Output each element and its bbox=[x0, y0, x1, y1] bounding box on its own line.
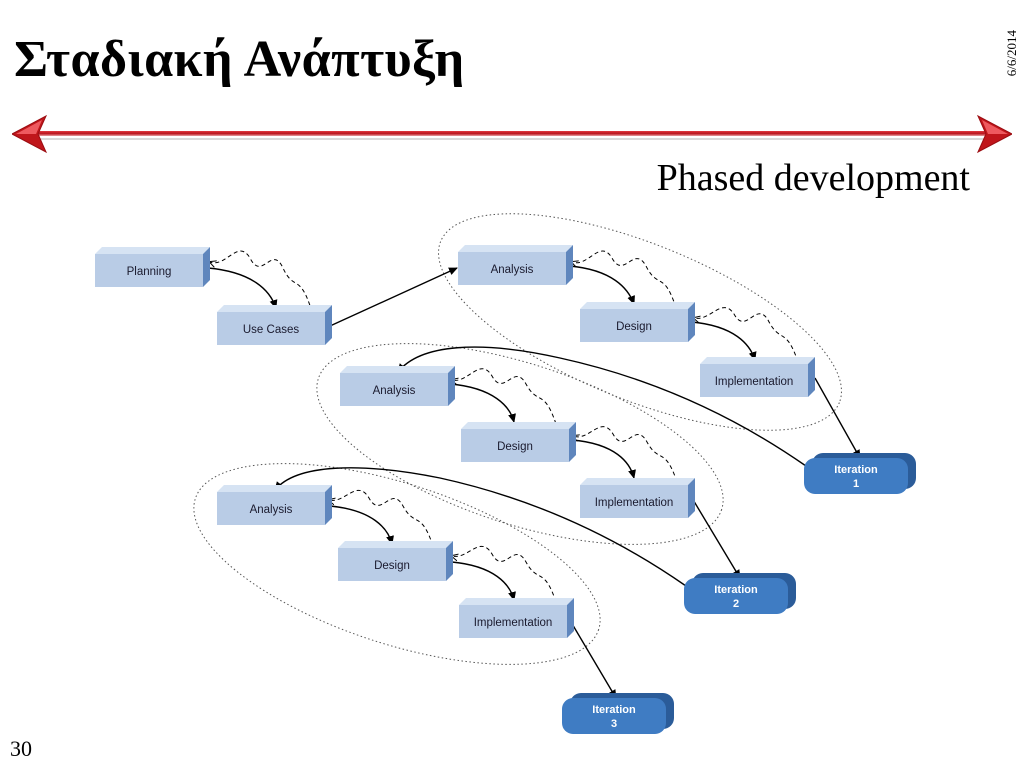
design-box: Design bbox=[461, 422, 576, 462]
analysis-label: Analysis bbox=[373, 385, 416, 397]
design-label: Design bbox=[616, 321, 652, 333]
feedback-arrow bbox=[452, 546, 557, 603]
iteration-1-number: 1 bbox=[853, 478, 859, 490]
iteration-2-number: 2 bbox=[733, 598, 739, 610]
flow-arrow bbox=[450, 383, 516, 423]
iteration-feedback-arrow bbox=[274, 467, 687, 587]
implementation-box: Implementation bbox=[700, 357, 815, 397]
implementation-label: Implementation bbox=[474, 617, 553, 629]
iteration-2-word: Iteration bbox=[714, 584, 758, 596]
use-cases-label: Use Cases bbox=[243, 324, 299, 336]
feedback-arrow bbox=[573, 426, 678, 483]
flow-arrow bbox=[814, 377, 861, 459]
flow-arrow bbox=[329, 505, 394, 545]
iteration-1-word: Iteration bbox=[834, 464, 878, 476]
analysis-box: Analysis bbox=[458, 245, 573, 285]
flow-arrow bbox=[329, 267, 458, 327]
design-box: Design bbox=[338, 541, 453, 581]
planning-label: Planning bbox=[127, 266, 172, 278]
analysis-label: Analysis bbox=[491, 264, 534, 276]
analysis-box: Analysis bbox=[340, 366, 455, 406]
iteration-2-ellipse bbox=[316, 343, 724, 545]
planning-box: Planning bbox=[95, 247, 210, 287]
feedback-arrow bbox=[694, 307, 799, 363]
implementation-box: Implementation bbox=[459, 598, 574, 638]
flow-arrow bbox=[570, 621, 617, 699]
iteration-3-ellipse bbox=[193, 463, 601, 665]
implementation-label: Implementation bbox=[595, 497, 674, 509]
analysis-box: Analysis bbox=[217, 485, 332, 525]
design-label: Design bbox=[374, 560, 410, 572]
feedback-arrow bbox=[572, 250, 677, 309]
subtitle: Phased development bbox=[656, 157, 970, 199]
analysis-label: Analysis bbox=[250, 504, 293, 516]
use-cases-box: Use Cases bbox=[217, 305, 332, 345]
flow-arrow bbox=[691, 497, 741, 579]
design-box: Design bbox=[580, 302, 695, 342]
title-divider-arrow bbox=[12, 114, 1012, 154]
implementation-label: Implementation bbox=[715, 376, 794, 388]
implementation-box: Implementation bbox=[580, 478, 695, 518]
flow-arrow bbox=[572, 439, 636, 479]
flow-arrow bbox=[691, 321, 757, 361]
flow-arrow bbox=[207, 267, 278, 309]
flow-arrow bbox=[451, 561, 516, 601]
iteration-feedback-arrow bbox=[397, 346, 807, 467]
slide-number: 30 bbox=[10, 736, 32, 761]
iteration-3-badge: Iteration 3 bbox=[562, 693, 674, 734]
flow-arrow bbox=[569, 265, 635, 305]
slide-title: Σταδιακή Ανάπτυξη bbox=[14, 31, 465, 88]
feedback-arrow bbox=[329, 490, 434, 547]
feedback-arrow bbox=[452, 368, 557, 425]
iteration-1-badge: Iteration 1 bbox=[804, 453, 916, 494]
feedback-arrow bbox=[210, 250, 313, 313]
iteration-3-word: Iteration bbox=[592, 704, 636, 716]
iteration-3-number: 3 bbox=[611, 718, 617, 730]
design-label: Design bbox=[497, 441, 533, 453]
iteration-2-badge: Iteration 2 bbox=[684, 573, 796, 614]
